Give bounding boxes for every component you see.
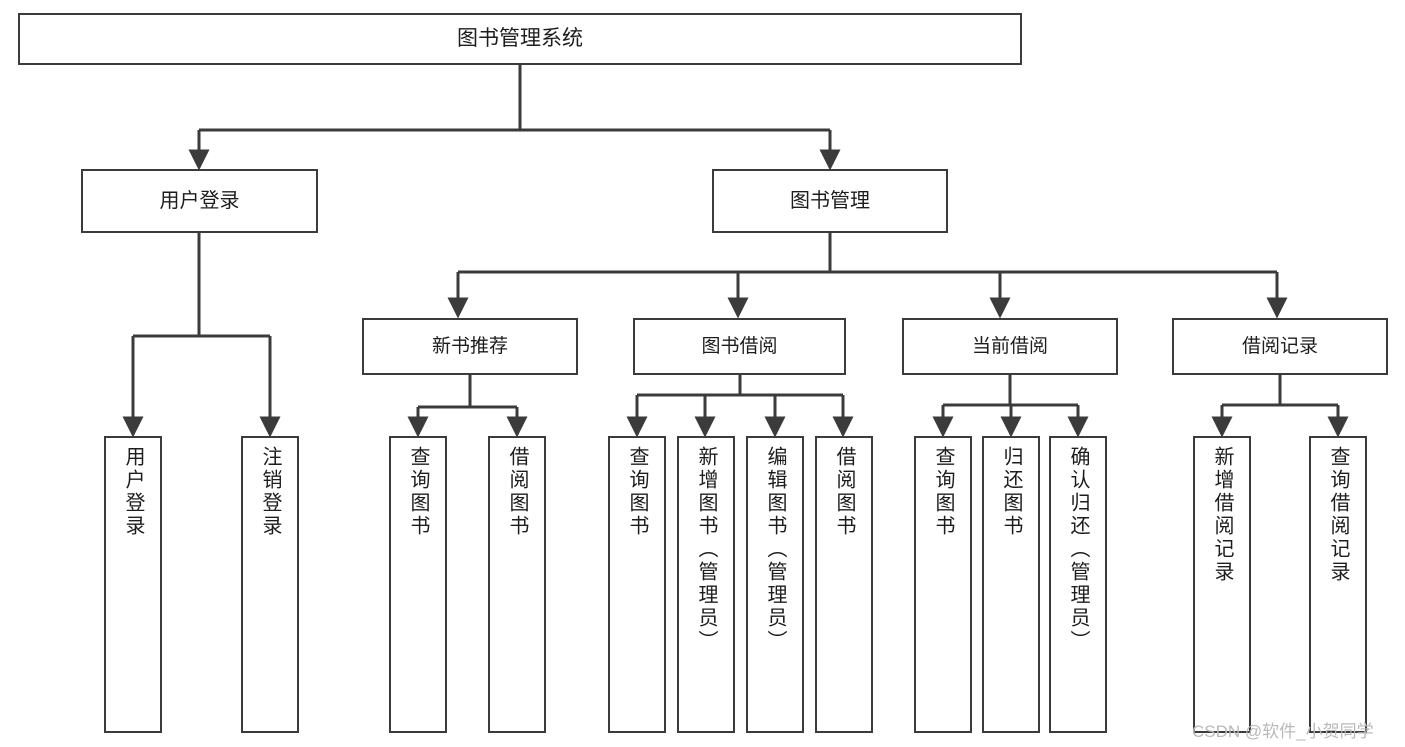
- node-label: 归还图书: [1000, 446, 1022, 538]
- node-leaf-add-book[interactable]: 新增图书（管理员）: [677, 436, 735, 733]
- node-leaf-return-book[interactable]: 归还图书: [982, 436, 1040, 733]
- node-label: 新书推荐: [431, 335, 508, 357]
- node-leaf-query-book-borrow[interactable]: 查询图书: [608, 436, 666, 733]
- node-new-book-recommend[interactable]: 新书推荐: [362, 318, 578, 375]
- node-label: 确认归还（管理员）: [1067, 446, 1089, 653]
- node-leaf-borrow-book-recommend[interactable]: 借阅图书: [488, 436, 546, 733]
- node-leaf-query-book-current[interactable]: 查询图书: [914, 436, 972, 733]
- node-label: 用户登录: [122, 446, 144, 538]
- node-label: 查询图书: [932, 446, 954, 538]
- node-label: 图书管理: [790, 189, 870, 212]
- node-root-book-management-system[interactable]: 图书管理系统: [18, 13, 1022, 65]
- node-label: 借阅图书: [506, 446, 528, 538]
- node-label: 查询图书: [626, 446, 648, 538]
- node-label: 用户登录: [159, 189, 240, 212]
- node-leaf-edit-book[interactable]: 编辑图书（管理员）: [746, 436, 804, 733]
- node-leaf-query-book-recommend[interactable]: 查询图书: [389, 436, 447, 733]
- node-borrow-record[interactable]: 借阅记录: [1172, 318, 1388, 375]
- node-label: 当前借阅: [971, 335, 1048, 357]
- node-label: 借阅记录: [1241, 335, 1318, 357]
- node-current-borrow[interactable]: 当前借阅: [902, 318, 1118, 375]
- node-label: 查询借阅记录: [1327, 446, 1349, 584]
- node-label: 图书管理系统: [457, 27, 583, 51]
- node-label: 新增图书（管理员）: [695, 446, 717, 653]
- node-leaf-confirm-return[interactable]: 确认归还（管理员）: [1049, 436, 1107, 733]
- watermark-csdn: CSDN @软件_小贺同学: [1192, 722, 1374, 741]
- node-leaf-add-borrow-record[interactable]: 新增借阅记录: [1193, 436, 1251, 733]
- node-label: 注销登录: [259, 446, 281, 538]
- node-book-borrow[interactable]: 图书借阅: [633, 318, 846, 375]
- node-user-login[interactable]: 用户登录: [81, 169, 318, 233]
- node-label: 查询图书: [407, 446, 429, 538]
- node-leaf-logout-login[interactable]: 注销登录: [241, 436, 299, 733]
- node-leaf-borrow-book[interactable]: 借阅图书: [815, 436, 873, 733]
- node-label: 图书借阅: [701, 335, 778, 357]
- node-leaf-user-login[interactable]: 用户登录: [104, 436, 162, 733]
- node-label: 借阅图书: [833, 446, 855, 538]
- node-label: 编辑图书（管理员）: [764, 446, 786, 653]
- node-book-manage[interactable]: 图书管理: [712, 169, 948, 233]
- node-leaf-query-borrow-record[interactable]: 查询借阅记录: [1309, 436, 1367, 733]
- node-label: 新增借阅记录: [1211, 446, 1233, 584]
